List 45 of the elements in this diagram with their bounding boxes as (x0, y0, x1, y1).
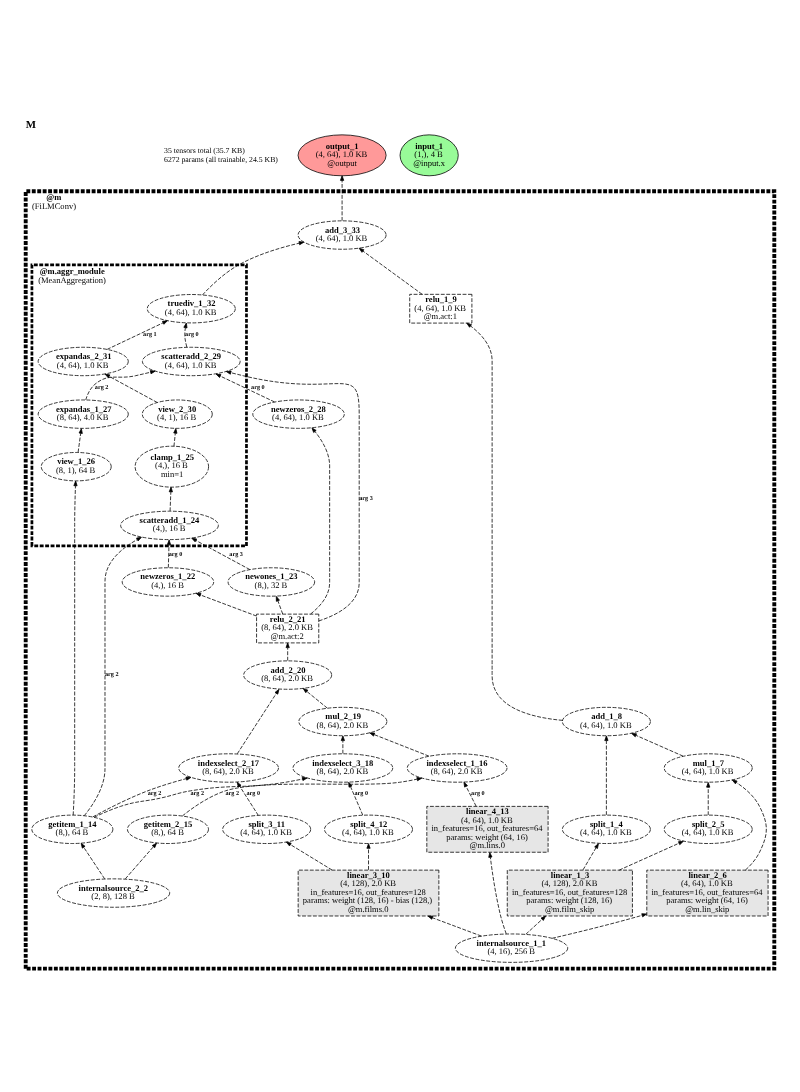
arrow (551, 913, 648, 939)
arrow (275, 596, 284, 615)
arrow (236, 689, 280, 755)
arrow (582, 843, 599, 871)
arrow (604, 735, 609, 816)
arrow (191, 537, 251, 570)
arrow (124, 842, 157, 880)
arrow (215, 373, 275, 403)
arrow (77, 428, 83, 453)
arrow (427, 915, 482, 937)
arrow (92, 776, 192, 818)
arrow (236, 781, 259, 816)
arrow (340, 735, 345, 754)
arrow (93, 777, 308, 818)
arrow (348, 781, 364, 816)
arrow (183, 322, 188, 348)
arrow (618, 840, 684, 871)
arrow (631, 733, 684, 757)
arrow (285, 642, 290, 661)
arrow (731, 779, 767, 871)
arrow (466, 322, 563, 721)
arrow (369, 732, 430, 757)
arrow (706, 782, 711, 816)
arrow (182, 777, 423, 817)
arrow (106, 320, 168, 350)
arrow (340, 175, 345, 222)
arrow (366, 843, 371, 871)
arrow (173, 428, 178, 447)
arrow (225, 370, 360, 622)
arrow (80, 842, 105, 880)
arrow (168, 486, 173, 512)
arrow (488, 852, 507, 935)
arrow (72, 480, 78, 816)
arrow (202, 241, 305, 296)
arrow (463, 781, 477, 807)
arrow (358, 247, 423, 295)
arrow (525, 915, 546, 935)
arrow (166, 539, 171, 568)
arrow (104, 373, 158, 403)
arrow (83, 536, 142, 816)
arrow (302, 688, 328, 709)
arrow (195, 592, 257, 617)
arrow (310, 427, 331, 615)
arrow (85, 370, 156, 401)
arrow (285, 841, 333, 871)
